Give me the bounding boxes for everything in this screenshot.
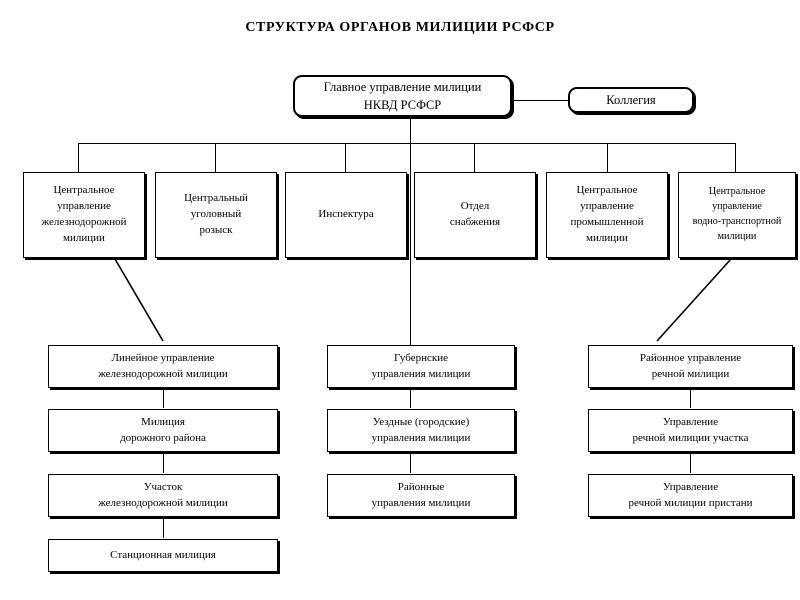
node-department-inspectorate[interactable]: Инспектура (285, 172, 407, 258)
connector-col-b-2 (410, 453, 411, 473)
node-department-supply[interactable]: Отдел снабжения (414, 172, 536, 258)
node-main-administration[interactable]: Главное управление милиции НКВД РСФСР (293, 75, 512, 117)
colb-2-line1: Районные (397, 480, 445, 493)
connector-root-to-bus (410, 117, 411, 143)
connector-bus-drop-4 (474, 143, 475, 173)
page-title: СТРУКТУРА ОРГАНОВ МИЛИЦИИ РСФСР (245, 20, 555, 35)
cola-1-line1: Милиция (141, 415, 185, 428)
connector-root-to-collegium (512, 100, 568, 101)
dept-0-line1: Центральное (53, 184, 115, 197)
connector-col-c-2 (690, 453, 691, 473)
colb-0-line2: управления милиции (371, 367, 471, 380)
cola-2-line2: железнодорожной милиции (98, 496, 228, 509)
dept-4-line1: Центральное (576, 184, 638, 197)
diagonal-railway (114, 258, 164, 342)
connector-bus-drop-5 (607, 143, 608, 173)
colc-1-line1: Управление (662, 415, 719, 428)
connector-bus-drop-1 (78, 143, 79, 173)
dept-2-line1: Инспектура (318, 208, 374, 221)
colc-2-line2: речной милиции пристани (628, 496, 753, 509)
dept-5-line2: управление (712, 201, 762, 213)
node-department-industrial-police[interactable]: Центральное управление промышленной мили… (546, 172, 668, 258)
node-railway-station-police[interactable]: Станционная милиция (48, 539, 278, 572)
connector-bus-drop-6 (735, 143, 736, 173)
connector-center-spine (410, 143, 411, 345)
colc-0-line2: речной милиции (651, 367, 730, 380)
colc-0-line1: Районное управление (639, 351, 742, 364)
cola-0-line1: Линейное управление (111, 351, 215, 364)
node-railway-precinct[interactable]: Участок железнодорожной милиции (48, 474, 278, 517)
collegium-label: Коллегия (606, 92, 656, 107)
connector-col-a-2 (163, 453, 164, 473)
dept-5-line4: милиции (717, 230, 757, 242)
node-uezd-city-police-administration[interactable]: Уездные (городские) управления милиции (327, 409, 515, 452)
dept-0-line2: управление (57, 200, 111, 213)
dept-5-line1: Центральное (708, 186, 766, 198)
node-river-sector-administration[interactable]: Управление речной милиции участка (588, 409, 793, 452)
node-provincial-police-administration[interactable]: Губернские управления милиции (327, 345, 515, 388)
dept-4-line4: милиции (586, 231, 628, 244)
colb-2-line2: управления милиции (371, 496, 471, 509)
connector-col-b-1 (410, 388, 411, 408)
cola-2-line1: Участок (143, 480, 183, 493)
node-department-railway-police[interactable]: Центральное управление железнодорожной м… (23, 172, 145, 258)
connector-bus-horizontal (78, 143, 735, 144)
dept-3-line1: Отдел (460, 200, 490, 213)
dept-5-line3: водно-транспортной (692, 216, 782, 227)
colb-0-line1: Губернские (393, 351, 448, 364)
connector-col-a-3 (163, 518, 164, 538)
node-river-pier-administration[interactable]: Управление речной милиции пристани (588, 474, 793, 517)
colc-2-line1: Управление (662, 480, 719, 493)
root-label-line2: НКВД РСФСР (363, 98, 442, 112)
node-river-district-administration[interactable]: Районное управление речной милиции (588, 345, 793, 388)
diagonal-river (656, 258, 732, 342)
connector-bus-drop-2 (215, 143, 216, 173)
connector-col-a-1 (163, 388, 164, 408)
dept-0-line4: милиции (63, 231, 105, 244)
node-district-police-administration[interactable]: Районные управления милиции (327, 474, 515, 517)
connector-col-c-1 (690, 388, 691, 408)
cola-3-line1: Станционная милиция (110, 548, 216, 561)
colb-1-line2: управления милиции (371, 431, 471, 444)
dept-1-line1: Центральный (184, 192, 248, 205)
dept-1-line3: розыск (199, 223, 233, 236)
cola-1-line2: дорожного района (120, 431, 206, 444)
connector-bus-drop-3 (345, 143, 346, 173)
node-department-water-transport-police[interactable]: Центральное управление водно-транспортно… (678, 172, 796, 258)
root-label-line1: Главное управление милиции (323, 79, 482, 94)
node-department-criminal-investigation[interactable]: Центральный уголовный розыск (155, 172, 277, 258)
node-railway-road-district-police[interactable]: Милиция дорожного района (48, 409, 278, 452)
node-railway-line-administration[interactable]: Линейное управление железнодорожной мили… (48, 345, 278, 388)
dept-4-line3: промышленной (570, 216, 644, 228)
node-collegium[interactable]: Коллегия (568, 87, 694, 113)
dept-3-line2: снабжения (449, 216, 501, 228)
colc-1-line2: речной милиции участка (632, 431, 749, 444)
dept-0-line3: железнодорожной (41, 216, 127, 228)
colb-1-line1: Уездные (городские) (372, 415, 470, 428)
dept-1-line2: уголовный (190, 208, 242, 221)
cola-0-line2: железнодорожной милиции (98, 367, 228, 380)
dept-4-line2: управление (580, 200, 634, 213)
